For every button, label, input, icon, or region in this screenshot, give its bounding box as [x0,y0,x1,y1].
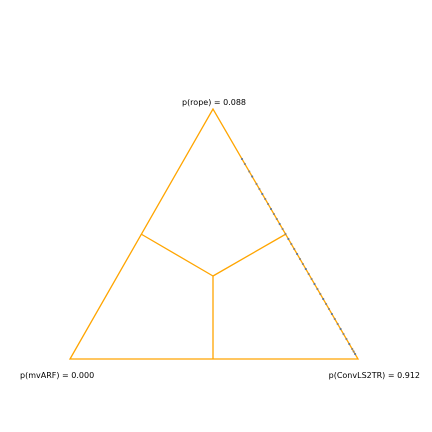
sample-point [339,327,342,331]
sample-point [240,157,244,161]
sample-point [290,242,293,246]
sample-point [316,287,319,291]
sample-point [269,207,273,211]
sample-point [354,352,357,356]
sample-point [348,342,351,346]
sample-point [272,212,275,216]
sample-point [278,222,281,226]
sample-point [284,232,287,236]
sample-point [301,262,304,266]
sample-point [322,297,325,301]
sample-point [304,267,307,271]
sample-point [336,322,339,326]
vertex-label-rope: p(rope) = 0.088 [182,98,246,107]
sample-point [264,197,267,201]
sample-point [352,350,355,353]
sample-point [319,292,322,296]
sample-point [342,332,345,336]
sample-point [307,272,310,276]
sample-point [281,227,284,231]
sample-point [313,282,316,286]
sample-point [243,162,246,166]
posterior-samples [240,157,357,356]
sample-point [296,252,299,256]
sample-point [287,237,290,241]
region-divider-right [212,233,287,277]
sample-point [255,182,258,186]
sample-point [293,247,296,251]
vertex-label-convls2tr: p(ConvLS2TR) = 0.912 [329,371,420,380]
region-divider-left [140,233,214,277]
sample-point [330,312,333,316]
sample-point [298,257,302,261]
sample-point [275,217,278,221]
sample-point [258,187,261,191]
sample-point [327,307,331,311]
sample-point [261,192,264,196]
sample-point [267,202,270,206]
sample-point [325,302,328,306]
sample-point [310,277,313,281]
sample-point [248,170,251,173]
sample-point [333,317,336,321]
sample-point [251,175,254,178]
vertex-label-mvarf: p(mvARF) = 0.000 [20,371,94,380]
sample-point [351,347,354,351]
sample-point [345,337,348,341]
